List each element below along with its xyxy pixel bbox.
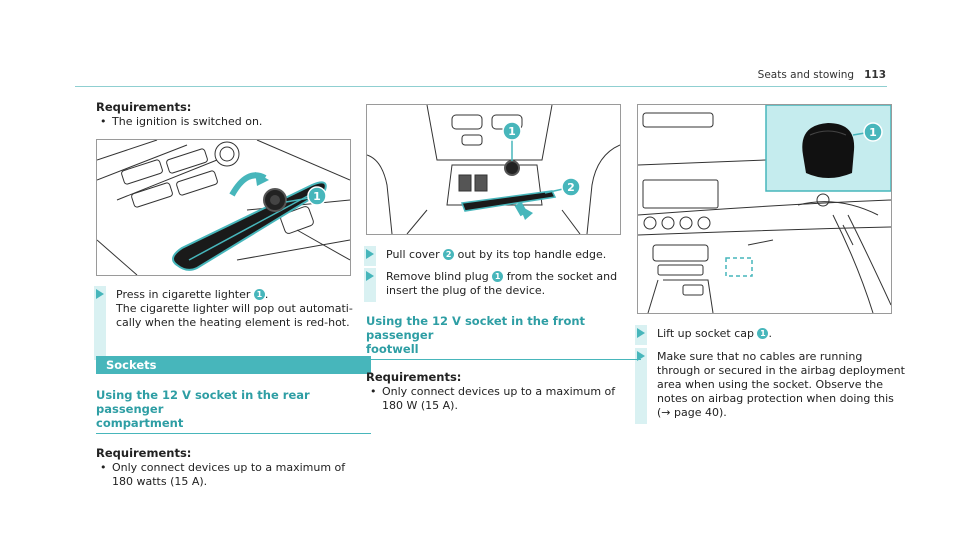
section-title-line: footwell <box>366 342 419 356</box>
step-arrow-icon <box>366 271 374 281</box>
cigarette-lighter-illustration: 1 <box>97 140 350 275</box>
step-text: Pull cover <box>386 248 440 261</box>
requirement-line: Only connect devices up to a maximum of <box>112 461 346 474</box>
page-header: Seats and stowing 113 <box>758 69 886 81</box>
figure-rear-socket: 1 2 <box>366 104 621 235</box>
figure-front-socket: 1 <box>637 104 892 314</box>
step-remove-plug: Remove blind plug 1 from the socket and … <box>364 268 641 302</box>
step-text-end: from the socket and <box>506 270 618 283</box>
column-2: 1 2 Pull cover 2 out by its top handle e… <box>364 104 641 413</box>
header-section: Seats and stowing <box>757 69 855 81</box>
callout-badge: 1 <box>492 271 504 282</box>
requirement-item: The ignition is switched on. <box>96 115 371 129</box>
step-text-end: . <box>264 288 269 301</box>
section-title-front-socket: Using the 12 V socket in the front passe… <box>366 314 641 360</box>
requirements-title: Requirements: <box>96 446 192 460</box>
column-3: 1 Lift up socket cap 1. Make sure that n… <box>635 104 912 424</box>
callout-label: 2 <box>567 181 575 194</box>
callout-marker <box>502 121 522 141</box>
step-pull-cover: Pull cover 2 out by its top handle edge. <box>364 246 641 266</box>
step-text-line: area when using the socket. Observe the <box>657 378 884 391</box>
step-text-line: through or secured in the airbag deploym… <box>657 364 905 377</box>
section-band-sockets: Sockets <box>96 356 371 374</box>
requirement-item: Only connect devices up to a maximum of … <box>96 461 371 489</box>
step-cables-warning: Make sure that no cables are running thr… <box>635 348 912 424</box>
pull-arrow-icon <box>514 201 528 217</box>
step-text-line: insert the plug of the device. <box>386 284 546 297</box>
requirement-item: Only connect devices up to a maximum of … <box>366 385 641 413</box>
requirement-line: Only connect devices up to a maximum of <box>382 385 616 398</box>
requirement-line: 180 watts (15 A). <box>112 475 208 488</box>
step-arrow-icon <box>366 249 374 259</box>
callout-label: 1 <box>508 125 516 138</box>
rear-socket-illustration: 1 2 <box>367 105 620 234</box>
callout-badge: 1 <box>757 328 769 339</box>
step-arrow-icon <box>637 351 645 361</box>
page-reference-link[interactable]: (→ page 40). <box>657 406 727 419</box>
header-rule <box>75 86 887 87</box>
socket-location-marker <box>725 257 753 277</box>
section-title-rear-socket: Using the 12 V socket in the rear passen… <box>96 388 371 434</box>
step-press-lighter: Press in cigarette lighter 1. The cigare… <box>94 286 371 360</box>
figure-cigarette-lighter: 1 <box>96 139 351 276</box>
callout-label: 1 <box>869 126 877 139</box>
step-text: Remove blind plug <box>386 270 489 283</box>
requirement-line: 180 W (15 A). <box>382 399 458 412</box>
callout-badge: 2 <box>443 249 455 260</box>
column-1: Requirements: The ignition is switched o… <box>94 100 371 489</box>
callout-badge: 1 <box>253 289 265 300</box>
press-arrow-icon <box>255 172 269 186</box>
step-arrow-icon <box>637 328 645 338</box>
step-text-line: The cigarette lighter will pop out autom… <box>116 302 353 315</box>
step-text: Lift up socket cap <box>657 327 754 340</box>
step-text: Press in cigarette lighter <box>116 288 251 301</box>
callout-marker <box>863 122 883 142</box>
step-arrow-icon <box>96 289 104 299</box>
requirements-title: Requirements: <box>96 100 192 114</box>
step-text-end: out by its top handle edge. <box>457 248 607 261</box>
front-footwell-illustration: 1 <box>638 105 891 313</box>
step-text-line: cally when the heating element is red-ho… <box>116 316 350 329</box>
step-text-line: notes on airbag protection when doing th… <box>657 392 894 405</box>
step-lift-cap: Lift up socket cap 1. <box>635 325 912 345</box>
step-text-line: Make sure that no cables are running <box>657 350 863 363</box>
callout-marker <box>561 177 581 197</box>
step-text-end: . <box>768 327 772 340</box>
page-number: 113 <box>864 69 886 81</box>
callout-marker <box>307 186 327 206</box>
section-title-line: Using the 12 V socket in the rear passen… <box>96 388 310 416</box>
callout-label: 1 <box>313 190 321 203</box>
section-title-line: Using the 12 V socket in the front passe… <box>366 314 586 342</box>
requirements-title: Requirements: <box>366 370 462 384</box>
section-title-line: compartment <box>96 416 184 430</box>
